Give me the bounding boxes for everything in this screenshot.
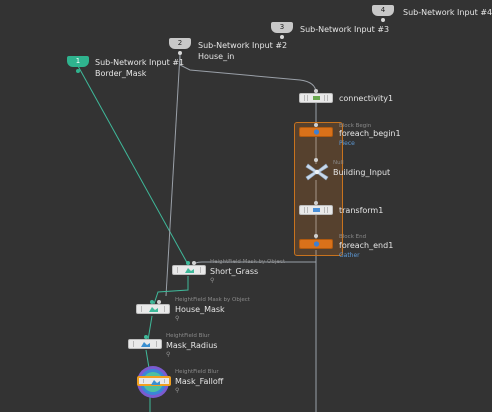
subnet-input-4[interactable]: 4 [372, 5, 394, 22]
connectivity-node[interactable] [299, 93, 333, 103]
building-input-label: Building_Input [333, 168, 391, 177]
subnet-input-1-name: Border_Mask [95, 69, 147, 78]
foreach-end-input-port[interactable] [314, 234, 318, 238]
mask-falloff-type: HeightField Blur [175, 369, 219, 375]
subnet-input-3-output-port[interactable] [280, 35, 284, 39]
subnet-input-1-output-port[interactable] [76, 69, 80, 73]
short-grass-input-port[interactable] [186, 261, 190, 265]
subnet-input-2-label: Sub-Network Input #2 [198, 41, 288, 50]
short-grass-type: HeightField Mask by Object [210, 259, 285, 265]
heightfield-mask-icon [185, 268, 194, 273]
subnet-input-2-name: House_in [198, 52, 235, 61]
foreach-begin-node[interactable] [299, 127, 333, 137]
wire-input2-to-house-mask [165, 53, 181, 297]
foreach-begin-mode: Piece [339, 140, 355, 147]
heightfield-mask-icon [149, 307, 158, 312]
null-x-icon[interactable] [304, 162, 330, 182]
mask-radius-input-port[interactable] [144, 335, 148, 339]
short-grass-label: Short_Grass [210, 267, 259, 276]
mask-falloff-lock-icon: ⚲ [175, 387, 180, 394]
subnet-input-4-output-port[interactable] [381, 18, 385, 22]
subnet-input-1[interactable]: 1 [67, 56, 89, 73]
subnet-input-1-number: 1 [75, 57, 81, 65]
subnet-input-2[interactable]: 2 [169, 38, 191, 55]
transform-icon [313, 208, 320, 212]
short-grass-node[interactable] [172, 265, 206, 275]
house-mask-type: HeightField Mask by Object [175, 297, 250, 303]
subnet-input-2-number: 2 [177, 39, 183, 47]
building-input-type: Null [333, 160, 344, 166]
transform-node-label: transform1 [339, 206, 384, 215]
subnet-input-1-label: Sub-Network Input #1 [95, 58, 185, 67]
foreach-end-mode: Gather [339, 252, 360, 259]
subnet-input-3[interactable]: 3 [271, 22, 293, 39]
subnet-input-2-output-port[interactable] [178, 51, 182, 55]
null-input-port[interactable] [314, 158, 318, 162]
short-grass-lock-icon: ⚲ [210, 277, 215, 284]
foreach-begin-input-port[interactable] [314, 123, 318, 127]
mask-radius-type: HeightField Blur [166, 333, 210, 339]
block-end-icon [313, 241, 320, 247]
subnet-input-3-label: Sub-Network Input #3 [300, 25, 390, 34]
heightfield-blur-icon [151, 380, 160, 385]
wire-input1-to-short-grass [77, 65, 191, 269]
connectivity-input-port[interactable] [314, 89, 318, 93]
mask-radius-lock-icon: ⚲ [166, 351, 171, 358]
connectivity-icon [313, 96, 320, 100]
subnet-input-3-number: 3 [279, 23, 285, 31]
mask-falloff-label: Mask_Falloff [175, 377, 224, 386]
mask-radius-node[interactable] [128, 339, 162, 349]
connectivity-node-label: connectivity1 [339, 94, 394, 103]
house-mask-lock-icon: ⚲ [175, 315, 180, 322]
foreach-end-label: foreach_end1 [339, 241, 394, 250]
foreach-begin-label: foreach_begin1 [339, 129, 401, 138]
subnet-input-4-number: 4 [380, 6, 386, 14]
subnet-input-4-label: Sub-Network Input #4 [403, 8, 492, 17]
foreach-begin-type: Block Begin [339, 123, 372, 129]
foreach-block-frame [294, 122, 343, 256]
heightfield-blur-icon [141, 342, 150, 347]
transform-node[interactable] [299, 205, 333, 215]
mask-falloff-node[interactable] [137, 376, 171, 386]
house-mask-input-port-2[interactable] [157, 300, 161, 304]
foreach-end-type: Block End [339, 234, 367, 240]
mask-radius-label: Mask_Radius [166, 341, 218, 350]
foreach-end-node[interactable] [299, 239, 333, 249]
transform-input-port[interactable] [314, 201, 318, 205]
short-grass-input-port-2[interactable] [192, 261, 196, 265]
house-mask-node[interactable] [136, 304, 170, 314]
house-mask-input-port[interactable] [150, 300, 154, 304]
wire-short-grass-to-house-mask [153, 276, 189, 305]
house-mask-label: House_Mask [175, 305, 225, 314]
wire-house-mask-to-radius [147, 315, 153, 341]
block-begin-icon [313, 129, 320, 135]
